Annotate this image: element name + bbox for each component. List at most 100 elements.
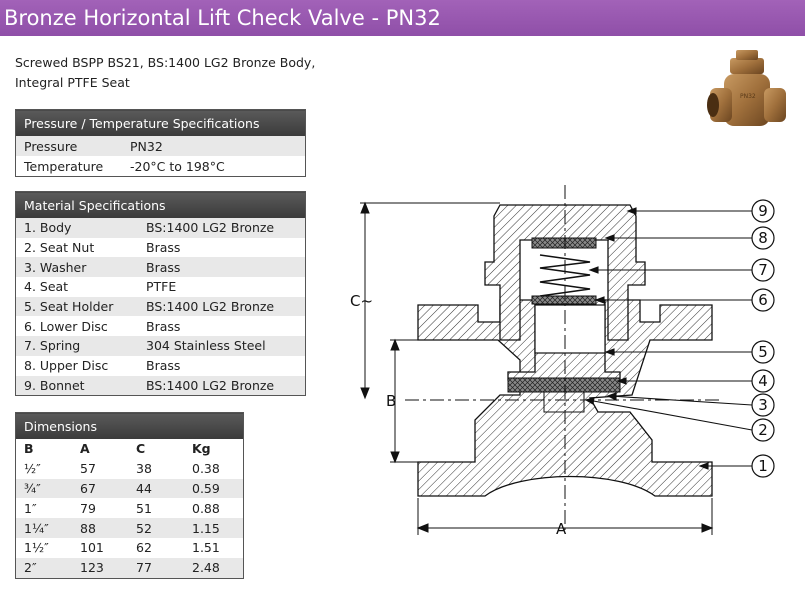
spec-label: Temperature <box>15 156 122 177</box>
cell: 57 <box>72 458 128 479</box>
callout-2 <box>751 418 775 442</box>
cell: 123 <box>72 557 128 579</box>
part-material: PTFE <box>138 277 306 297</box>
cell: 2.48 <box>184 557 244 579</box>
valve-cross-section-diagram: C~ B A 9 8 7 6 5 4 3 2 1 <box>350 185 775 538</box>
title-bar: Bronze Horizontal Lift Check Valve - PN3… <box>0 0 805 36</box>
callout-number: 7 <box>758 261 768 279</box>
valve-bonnet <box>484 204 646 341</box>
pressure-temperature-heading: Pressure / Temperature Specifications <box>15 109 306 136</box>
upper-disc <box>531 237 597 249</box>
table-row: Temperature -20°C to 198°C <box>15 156 306 177</box>
spec-value: -20°C to 198°C <box>122 156 306 177</box>
part-name: 4. Seat <box>15 277 138 297</box>
dimension-label-b: B <box>386 392 396 410</box>
column-header: C <box>128 439 184 459</box>
cell: 77 <box>128 557 184 579</box>
part-material: Brass <box>138 257 306 278</box>
part-name: 2. Seat Nut <box>15 237 138 258</box>
spring <box>539 254 591 297</box>
callout-number: 5 <box>758 343 768 361</box>
cell: 1½″ <box>15 537 72 558</box>
dimensions-column-headers: B A C Kg <box>15 439 244 459</box>
dimension-label-a: A <box>556 520 567 538</box>
callout-4 <box>751 369 775 393</box>
valve-product-photo: PN32 <box>707 50 786 126</box>
part-material: Brass <box>138 316 306 337</box>
cell: 1.15 <box>184 518 244 538</box>
spec-value: PN32 <box>122 136 306 156</box>
cell: 44 <box>128 478 184 499</box>
description-line-1: Screwed BSPP BS21, BS:1400 LG2 Bronze Bo… <box>15 55 316 70</box>
callout-number: 1 <box>758 457 768 475</box>
cell: 52 <box>128 518 184 538</box>
part-name: 1. Body <box>15 218 138 238</box>
description-line-2: Integral PTFE Seat <box>15 75 130 90</box>
callout-8 <box>751 226 775 250</box>
part-name: 6. Lower Disc <box>15 316 138 337</box>
cell: 0.38 <box>184 458 244 479</box>
part-name: 3. Washer <box>15 257 138 278</box>
seat-nut <box>543 391 585 413</box>
part-name: 9. Bonnet <box>15 375 138 396</box>
callout-9 <box>751 199 775 223</box>
callout-number: 3 <box>758 396 768 414</box>
page-title: Bronze Horizontal Lift Check Valve - PN3… <box>4 6 441 30</box>
part-material: Brass <box>138 237 306 258</box>
cell: 0.88 <box>184 498 244 519</box>
dimension-label-c: C~ <box>350 292 373 310</box>
cell: 62 <box>128 537 184 558</box>
ptfe-seat <box>507 377 621 393</box>
lower-disc <box>531 295 597 305</box>
spec-label: Pressure <box>15 136 122 156</box>
cell: 0.59 <box>184 478 244 499</box>
cell: 79 <box>72 498 128 519</box>
cell: 88 <box>72 518 128 538</box>
column-header: B <box>15 439 72 459</box>
pressure-temperature-table: Pressure / Temperature Specifications Pr… <box>15 109 306 177</box>
callout-number: 6 <box>758 291 768 309</box>
part-name: 8. Upper Disc <box>15 355 138 376</box>
table-row: Pressure PN32 <box>15 136 306 156</box>
callout-number: 2 <box>758 421 768 439</box>
column-header: A <box>72 439 128 459</box>
part-name: 5. Seat Holder <box>15 296 138 317</box>
part-material: BS:1400 LG2 Bronze <box>138 218 306 238</box>
dimensions-heading: Dimensions <box>15 412 244 439</box>
part-material: BS:1400 LG2 Bronze <box>138 375 306 396</box>
part-material: 304 Stainless Steel <box>138 336 306 356</box>
callout-5 <box>751 340 775 364</box>
cell: ½″ <box>15 458 72 479</box>
product-description: Screwed BSPP BS21, BS:1400 LG2 Bronze Bo… <box>15 53 315 93</box>
cell: 1″ <box>15 498 72 519</box>
materials-heading: Material Specifications <box>15 191 306 218</box>
callout-3 <box>751 393 775 417</box>
svg-text:PN32: PN32 <box>740 93 756 100</box>
callout-number: 9 <box>758 202 768 220</box>
part-name: 7. Spring <box>15 336 138 356</box>
callout-number: 4 <box>758 372 768 390</box>
part-material: BS:1400 LG2 Bronze <box>138 296 306 317</box>
callout-number: 8 <box>758 229 768 247</box>
cell: 2″ <box>15 557 72 579</box>
callout-7 <box>751 258 775 282</box>
cell: 1¼″ <box>15 518 72 538</box>
cell: 101 <box>72 537 128 558</box>
cell: ¾″ <box>15 478 72 499</box>
